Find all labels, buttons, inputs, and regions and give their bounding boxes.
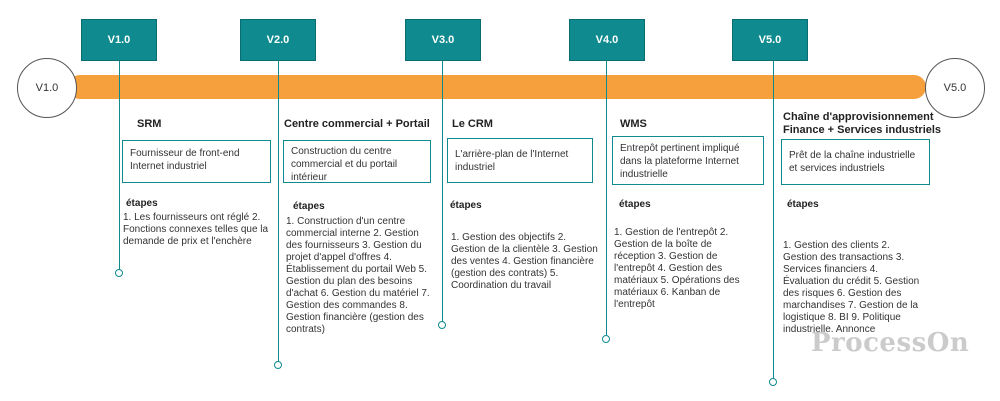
stage-end-dot (769, 378, 777, 386)
stage-connector-line (442, 61, 444, 323)
stage-description-box: Prêt de la chaîne industrielle et servic… (781, 139, 930, 185)
timeline-bar (68, 75, 926, 99)
version-label: V4.0 (595, 34, 619, 46)
stage-description-box: Entrepôt pertinent impliqué dans la plat… (612, 136, 764, 185)
stage-etapes-label: étapes (450, 200, 482, 211)
stage-etapes-label: étapes (619, 199, 651, 210)
stage-end-dot (438, 321, 446, 329)
timeline-start-label: V1.0 (35, 82, 59, 94)
stage-steps: 1. Construction d'un centre commercial i… (286, 216, 433, 335)
stage-etapes-label: étapes (787, 199, 819, 210)
timeline-end-circle: V5.0 (925, 58, 985, 118)
version-label: V5.0 (758, 34, 782, 46)
stage-end-dot (274, 361, 282, 369)
stage-end-dot (115, 269, 123, 277)
version-box-v1: V1.0 (81, 19, 157, 61)
stage-steps: 1. Gestion des objectifs 2. Gestion de l… (451, 232, 601, 291)
stage-title: Chaîne d'approvisionnement Finance + Ser… (783, 111, 942, 136)
version-box-v4: V4.0 (569, 19, 645, 61)
stage-connector-line (119, 61, 121, 271)
stage-description-box: Fournisseur de front-end Internet indust… (122, 140, 271, 183)
stage-steps: 1. Les fournisseurs ont réglé 2. Fonctio… (123, 212, 271, 247)
stage-connector-line (606, 61, 608, 339)
stage-description: Prêt de la chaîne industrielle et servic… (789, 150, 916, 174)
version-label: V2.0 (266, 34, 290, 46)
processon-watermark: ProcessOn (811, 328, 970, 358)
stage-description: Entrepôt pertinent impliqué dans la plat… (620, 143, 740, 180)
stage-steps: 1. Gestion des clients 2. Gestion des tr… (783, 240, 922, 335)
timeline-start-circle: V1.0 (17, 58, 77, 118)
stage-etapes-label: étapes (293, 201, 325, 212)
version-label: V1.0 (107, 34, 131, 46)
version-box-v3: V3.0 (405, 19, 481, 61)
stage-description-box: L'arrière-plan de l'Internet industriel (447, 138, 593, 183)
stage-description-box: Construction du centre commercial et du … (283, 140, 431, 183)
stage-title: WMS (620, 118, 647, 130)
stage-title: Le CRM (452, 118, 493, 130)
version-box-v5: V5.0 (732, 19, 808, 61)
stage-title: SRM (137, 118, 162, 130)
stage-connector-line (278, 61, 280, 363)
stage-end-dot (602, 335, 610, 343)
stage-connector-line (773, 61, 775, 381)
stage-description: L'arrière-plan de l'Internet industriel (455, 149, 569, 173)
version-box-v2: V2.0 (240, 19, 316, 61)
stage-description: Fournisseur de front-end Internet indust… (130, 148, 240, 172)
version-label: V3.0 (431, 34, 455, 46)
stage-title: Centre commercial + Portail (284, 118, 430, 130)
timeline-end-label: V5.0 (943, 82, 967, 94)
stage-etapes-label: étapes (126, 198, 158, 209)
stage-description: Construction du centre commercial et du … (291, 146, 398, 183)
stage-steps: 1. Gestion de l'entrepôt 2. Gestion de l… (614, 227, 743, 310)
